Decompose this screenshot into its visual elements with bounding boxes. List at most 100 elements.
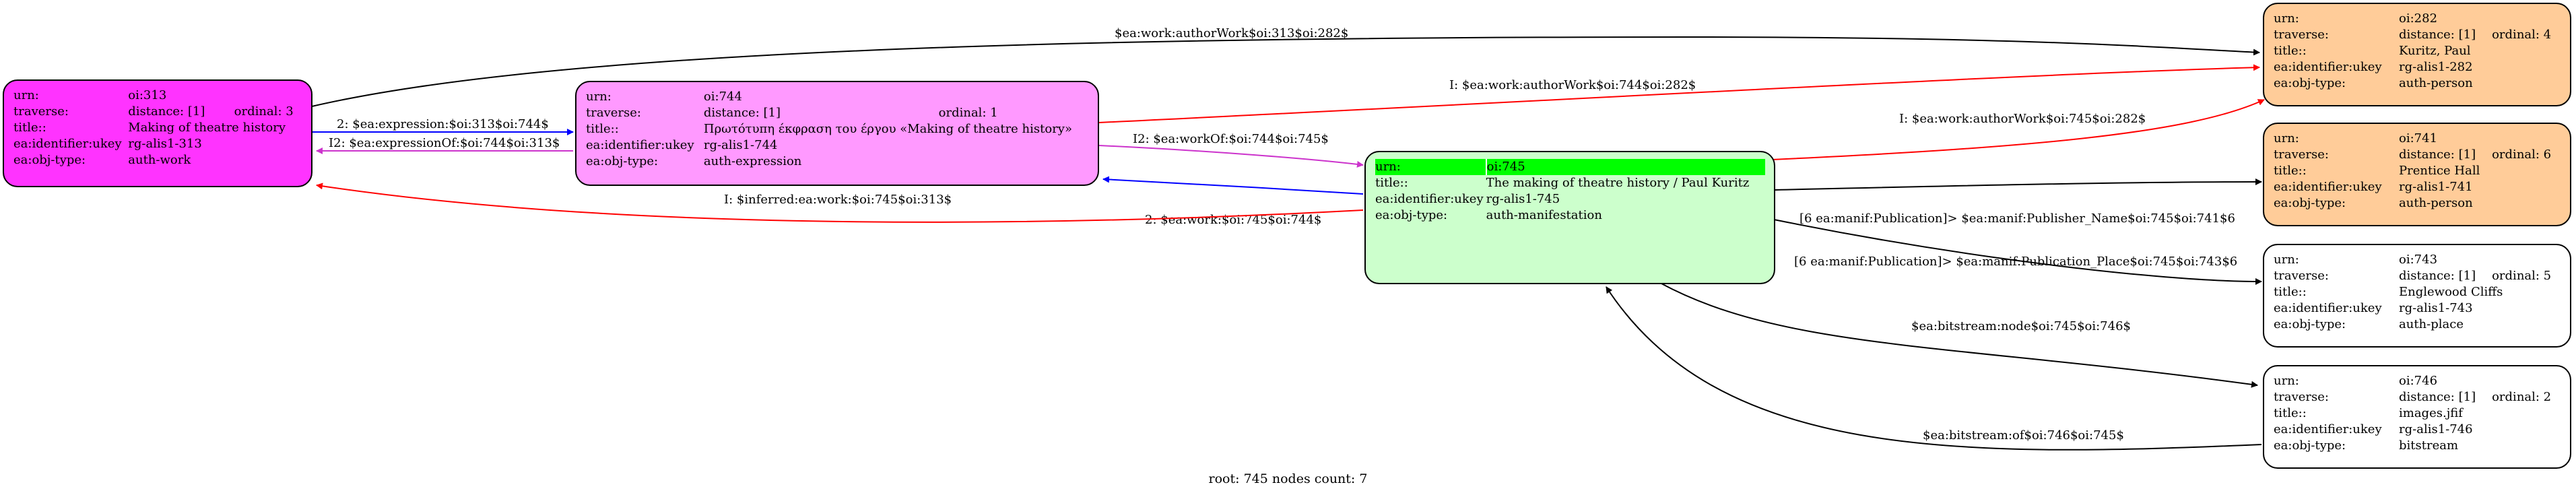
field-extra — [2492, 11, 2551, 27]
field-value: oi:313 — [128, 88, 167, 102]
edge-label-publisher-name: [6 ea:manif:Publication]> $ea:manif:Publ… — [1799, 211, 2235, 226]
field-key: ea:identifier:ukey — [1375, 192, 1484, 206]
field-value: rg-alis1-744 — [703, 138, 778, 152]
field-value: Prentice Hall — [2399, 164, 2480, 178]
field-value: oi:741 — [2399, 131, 2438, 145]
field-key: traverse: — [2274, 147, 2329, 162]
field-key: urn: — [2274, 131, 2299, 145]
field-key: ea:identifier:ukey — [586, 138, 694, 152]
field-value: distance: [1] — [2399, 390, 2476, 404]
field-extra — [234, 88, 302, 104]
field-value: oi:744 — [703, 90, 742, 104]
node-fields: urn:oi:282 traverse:distance: [1]ordinal… — [2274, 11, 2551, 92]
edge-bitstream-of — [1606, 286, 2262, 451]
field-value: oi:282 — [2399, 11, 2438, 26]
edge-label-work-745-744: 2: $ea:work:$oi:745$oi:744$ — [1145, 213, 1321, 227]
field-key: title:: — [1375, 176, 1408, 190]
field-value: rg-alis1-741 — [2399, 180, 2473, 194]
edge-work-of-744 — [1098, 145, 1364, 168]
field-value: auth-manifestation — [1486, 208, 1602, 222]
node-oi-744[interactable]: urn:oi:744 traverse:distance: [1]ordinal… — [575, 81, 1099, 186]
node-oi-746[interactable]: urn:oi:746 traverse:distance: [1]ordinal… — [2263, 365, 2571, 469]
node-oi-282[interactable]: urn:oi:282 traverse:distance: [1]ordinal… — [2263, 3, 2571, 106]
field-value: oi:745 — [1486, 159, 1766, 175]
field-key: ea:identifier:ukey — [2274, 422, 2382, 436]
field-key: ea:identifier:ukey — [2274, 60, 2382, 74]
edge-label-bitstream-of: $ea:bitstream:of$oi:746$oi:745$ — [1923, 428, 2124, 442]
field-key: title:: — [2274, 285, 2307, 299]
node-fields: urn:oi:744 traverse:distance: [1]ordinal… — [586, 89, 1088, 170]
node-fields: urn: oi:313 traverse: distance: [1] ordinal… — [13, 88, 302, 168]
field-value: distance: [1] — [703, 106, 781, 120]
node-fields: urn:oi:746 traverse:distance: [1]ordinal… — [2274, 373, 2551, 454]
field-key: urn: — [2274, 374, 2299, 388]
field-key: title:: — [2274, 164, 2307, 178]
field-key: ea:identifier:ukey — [2274, 301, 2382, 315]
node-oi-741[interactable]: urn:oi:741 traverse:distance: [1]ordinal… — [2263, 123, 2571, 226]
node-oi-313[interactable]: urn: oi:313 traverse: distance: [1] ordinal… — [3, 79, 312, 187]
field-value: auth-expression — [703, 154, 802, 168]
field-value: rg-alis1-313 — [128, 137, 202, 151]
node-fields: urn:oi:745 title::The making of theatre … — [1375, 159, 1766, 224]
edge-inferred-author-744 — [1098, 64, 2260, 123]
field-key: urn: — [586, 90, 612, 104]
field-value: auth-work — [128, 153, 191, 167]
field-extra — [939, 89, 1088, 105]
field-extra — [2492, 252, 2551, 268]
field-key: ea:obj-type: — [2274, 438, 2346, 453]
edge-label-bitstream-node: $ea:bitstream:node$oi:745$oi:746$ — [1911, 319, 2131, 333]
field-key: ea:obj-type: — [13, 153, 86, 167]
field-value: auth-place — [2399, 317, 2464, 331]
field-key: urn: — [1375, 159, 1487, 175]
field-value: bitstream — [2399, 438, 2459, 453]
field-key: urn: — [2274, 253, 2299, 267]
edge-label-inferred-author-745: I: $ea:work:authorWork$oi:745$oi:282$ — [1899, 112, 2146, 126]
field-value: auth-person — [2399, 196, 2473, 210]
field-value: distance: [1] — [128, 104, 205, 119]
field-value: oi:746 — [2399, 374, 2438, 388]
field-value: auth-person — [2399, 76, 2473, 90]
edge-work-745-744 — [1102, 176, 1364, 195]
field-key: ea:identifier:ukey — [2274, 180, 2382, 194]
field-key: urn: — [2274, 11, 2299, 26]
field-key: ea:obj-type: — [586, 154, 659, 168]
field-key: title:: — [586, 122, 619, 136]
field-key: ea:identifier:ukey — [13, 137, 122, 151]
field-key: ea:obj-type: — [2274, 317, 2346, 331]
field-key: title:: — [13, 121, 46, 135]
field-key: title:: — [2274, 406, 2307, 420]
field-value: rg-alis1-282 — [2399, 60, 2473, 74]
field-extra: ordinal: 6 — [2492, 147, 2552, 162]
edge-inferred-work-313 — [316, 183, 1364, 223]
field-key: ea:obj-type: — [2274, 196, 2346, 210]
field-value: Englewood Cliffs — [2399, 285, 2503, 299]
field-extra: ordinal: 4 — [2492, 28, 2552, 42]
field-key: title:: — [2274, 44, 2307, 58]
field-key: urn: — [13, 88, 39, 102]
root-highlight-row: urn:oi:745 — [1375, 159, 1766, 175]
edge-publisher-name — [1773, 178, 2262, 191]
field-value: oi:743 — [2399, 253, 2438, 267]
field-extra: ordinal: 1 — [938, 106, 998, 120]
node-fields: urn:oi:741 traverse:distance: [1]ordinal… — [2274, 131, 2551, 211]
field-key: traverse: — [2274, 269, 2329, 283]
field-value: distance: [1] — [2399, 269, 2476, 283]
field-extra: ordinal: 3 — [234, 104, 294, 119]
field-extra: ordinal: 2 — [2492, 390, 2552, 404]
field-key: ea:obj-type: — [2274, 76, 2346, 90]
node-oi-743[interactable]: urn: oi:743 traverse: distance: [1] ordinal… — [2263, 244, 2571, 348]
edge-label-publication-place: [6 ea:manif:Publication]> $ea:manif:Publ… — [1794, 255, 2237, 269]
edge-inferred-author-745 — [1757, 99, 2265, 161]
field-extra — [2492, 373, 2551, 389]
edge-publication-place — [1773, 219, 2262, 285]
edge-label-work-author-313: $ea:work:authorWork$oi:313$oi:282$ — [1115, 26, 1348, 40]
field-key: traverse: — [13, 104, 69, 119]
edge-label-inferred-work-313: I: $inferred:ea:work:$oi:745$oi:313$ — [724, 193, 952, 207]
field-value: The making of theatre history / Paul Kur… — [1486, 176, 1750, 190]
field-extra: ordinal: 5 — [2492, 269, 2552, 283]
node-oi-745[interactable]: urn:oi:745 title::The making of theatre … — [1364, 151, 1775, 284]
node-fields: urn: oi:743 traverse: distance: [1] ordinal… — [2274, 252, 2551, 333]
field-key: ea:obj-type: — [1375, 208, 1448, 222]
